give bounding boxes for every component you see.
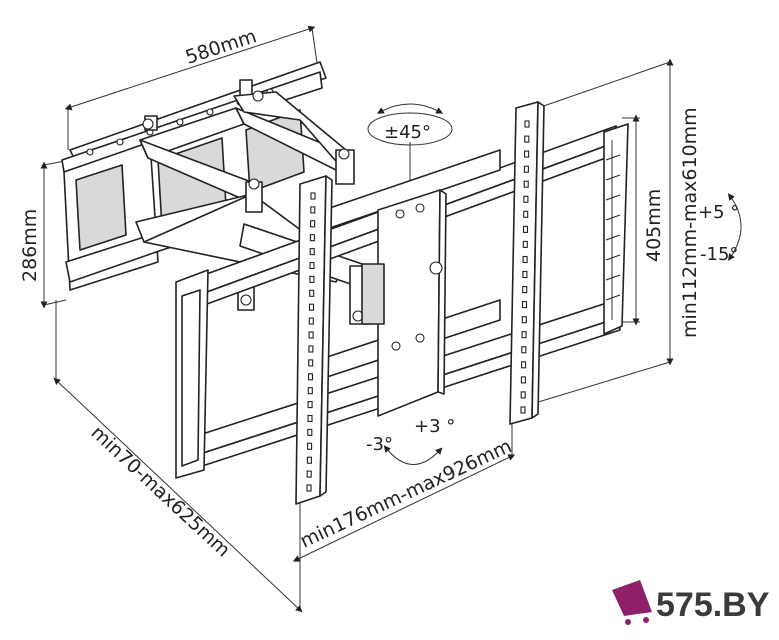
bracket-slot [523, 210, 529, 218]
bracket-slot [308, 345, 314, 353]
bracket-slot [522, 240, 528, 248]
bracket-slot [307, 387, 313, 395]
cart-icon [612, 580, 652, 616]
label-width-bottom: min176mm-max926mm [297, 435, 515, 552]
rotation-indicator [383, 445, 443, 465]
bracket-slot [524, 120, 530, 128]
bracket-slot [522, 255, 528, 264]
bracket-slot [523, 165, 529, 173]
bracket-slot [307, 401, 313, 409]
label-rotate-right: +3 ° [414, 416, 455, 437]
bracket-slot [521, 316, 527, 324]
bracket-slot [524, 135, 530, 143]
label-swivel: ±45° [384, 122, 431, 143]
bracket-slot [308, 317, 314, 325]
wall-plate [61, 61, 327, 291]
bracket-slot [309, 289, 315, 297]
label-tilt-up: +5 ° [698, 202, 739, 223]
bracket-slot [307, 428, 313, 436]
bracket-slot [524, 150, 530, 158]
label-height-right-outer: min112mm-max610mm [679, 107, 701, 338]
bracket-slot [523, 195, 529, 203]
cart-wheel-icon [625, 619, 631, 625]
bracket-slot [310, 220, 316, 228]
tilt-indicator [727, 193, 742, 261]
label-tilt-down: -15° [700, 244, 738, 265]
bracket-slot [310, 192, 316, 200]
bracket-slot [522, 225, 529, 233]
angle-labels: ±45° +5 ° -15° -3° +3 ° [366, 122, 739, 455]
bracket-slot [521, 346, 527, 354]
bracket-slot [308, 359, 314, 367]
bracket-slot [520, 406, 526, 414]
bracket-slot [306, 470, 312, 478]
brand-watermark: 575.BY [612, 580, 770, 625]
bracket-slot [309, 275, 315, 283]
dimension-lines [40, 25, 674, 613]
bracket-slot [309, 248, 315, 256]
bracket-slot [306, 484, 312, 492]
label-rotate-left: -3° [366, 434, 393, 455]
bracket-slot [309, 234, 315, 242]
bracket-slot [310, 206, 316, 214]
bracket-slot [307, 414, 313, 423]
label-height-left: 286mm [19, 209, 41, 282]
cart-wheel-icon [643, 617, 649, 623]
bracket-slot [522, 286, 528, 294]
bracket-slot [522, 270, 528, 279]
swivel-indicator [367, 103, 453, 146]
bracket-slot [520, 376, 526, 384]
bracket-slot [520, 391, 526, 399]
bracket-slot [521, 331, 527, 339]
bracket-slot [306, 456, 312, 464]
bracket-slot [307, 442, 313, 450]
label-height-right-inner: 405mm [643, 189, 665, 262]
bracket-holes [306, 120, 530, 492]
brand-name: 575.BY [656, 586, 770, 624]
bracket-slot [307, 373, 314, 381]
bracket-slot [308, 303, 315, 311]
bracket-slot [521, 301, 528, 309]
bracket-slot [523, 180, 529, 188]
bracket-slot [309, 261, 315, 270]
center-plate [361, 189, 447, 417]
label-width-top: 580mm [183, 25, 260, 69]
bracket-slot [308, 331, 314, 339]
bracket-slot [521, 361, 527, 369]
